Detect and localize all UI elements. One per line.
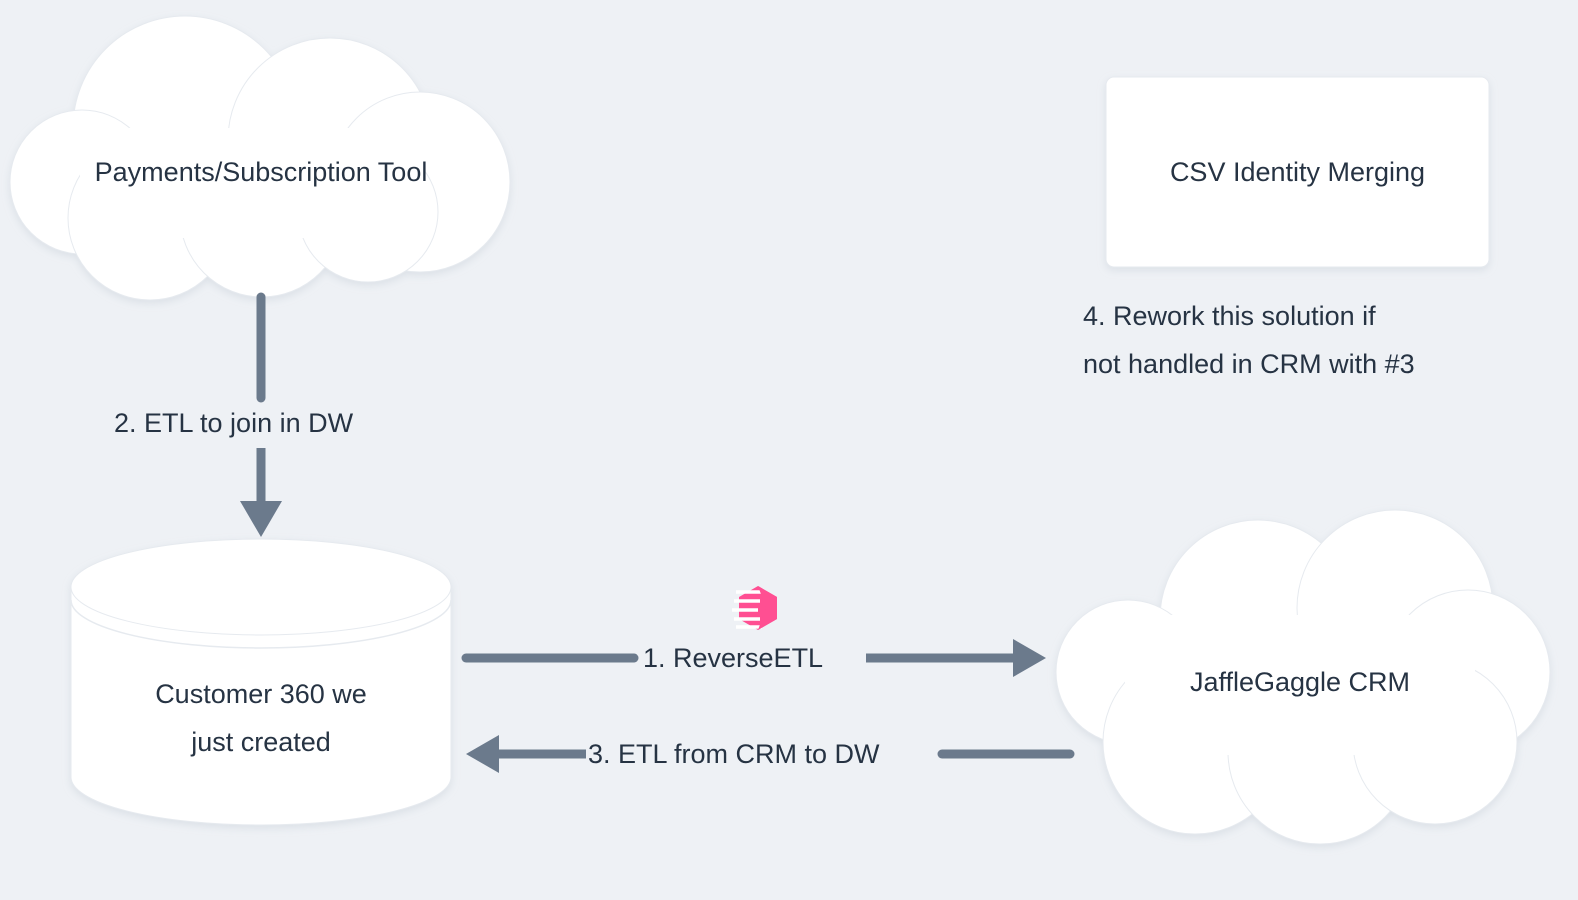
node-payments-cloud[interactable] bbox=[9, 15, 511, 301]
node-csv-box[interactable] bbox=[1105, 76, 1490, 268]
note-rework-text: 4. Rework this solution if not handled i… bbox=[1083, 301, 1415, 379]
edge-label-etl-join: 2. ETL to join in DW bbox=[114, 408, 354, 438]
edge-reverse-etl-arrow bbox=[461, 639, 1046, 677]
edge-etl-join-arrow bbox=[240, 292, 282, 537]
edge-etl-from-crm-arrow bbox=[466, 735, 1075, 773]
dbt-logo-icon bbox=[732, 586, 777, 630]
node-crm-cloud[interactable] bbox=[1055, 509, 1551, 845]
node-warehouse-cylinder[interactable] bbox=[70, 538, 452, 826]
edge-label-etl-from-crm: 3. ETL from CRM to DW bbox=[588, 739, 880, 769]
edge-label-reverse-etl: 1. ReverseETL bbox=[643, 643, 824, 673]
